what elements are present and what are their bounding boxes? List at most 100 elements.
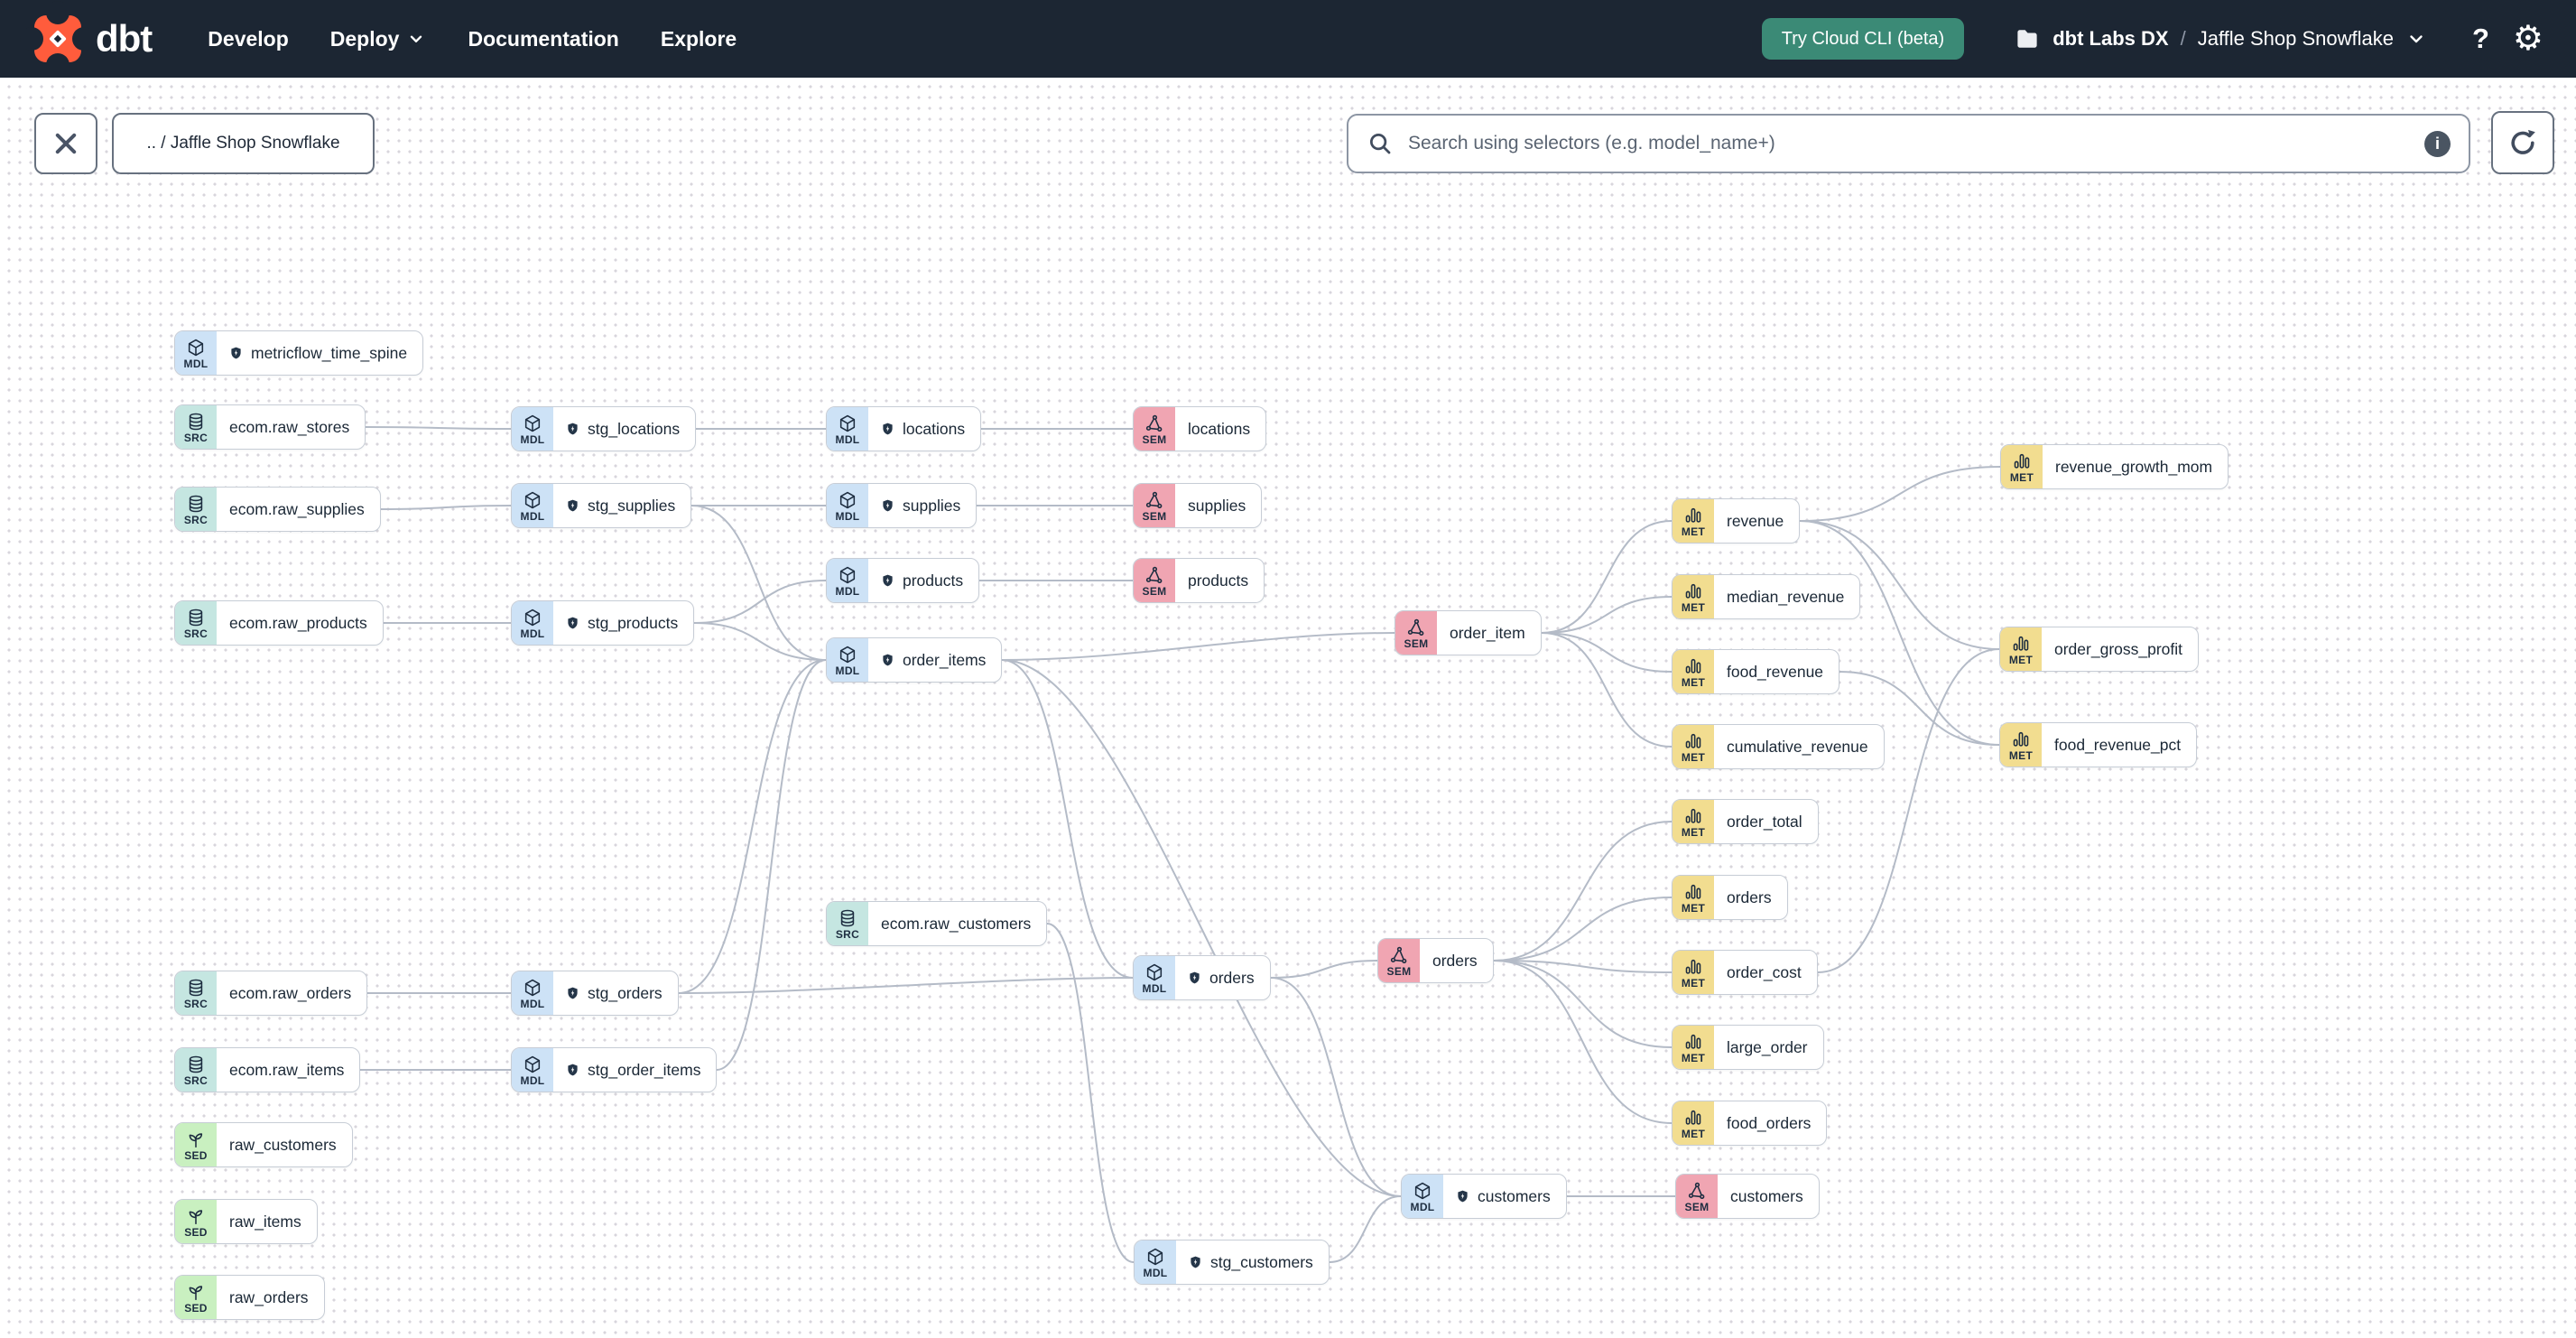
- node-label: customers: [1478, 1186, 1551, 1205]
- node-type-label: MDL: [835, 433, 860, 446]
- node-label: order_total: [1727, 812, 1802, 831]
- info-icon[interactable]: i: [2424, 130, 2451, 157]
- nav-item-develop[interactable]: Develop: [208, 26, 289, 51]
- dbt-wordmark: dbt: [96, 17, 153, 60]
- seed-sprout-icon: SED: [175, 1200, 217, 1243]
- cube-icon: MDL: [512, 484, 553, 527]
- shield-icon: [881, 498, 894, 513]
- dbt-logo-icon[interactable]: [20, 1, 96, 77]
- node-body: food_revenue: [1714, 650, 1839, 693]
- gear-icon[interactable]: ⚙: [2512, 20, 2544, 58]
- lineage-edge: [678, 977, 1134, 994]
- shield-icon: [229, 346, 243, 360]
- node-body: stg_orders: [553, 971, 678, 1015]
- node-body: stg_customers: [1176, 1240, 1329, 1284]
- account-name[interactable]: dbt Labs DX: [2052, 27, 2169, 50]
- shield-icon: [881, 422, 894, 436]
- nav-item-deploy[interactable]: Deploy: [330, 27, 427, 51]
- try-cloud-cli-button[interactable]: Try Cloud CLI (beta): [1761, 18, 1965, 60]
- path-separator: /: [2180, 27, 2186, 50]
- shield-icon: [1189, 1255, 1202, 1269]
- help-icon[interactable]: ?: [2471, 23, 2489, 54]
- lineage-edge: [716, 659, 827, 1071]
- search-input[interactable]: [1406, 132, 2412, 155]
- node-type-label: SEM: [1684, 1201, 1710, 1213]
- project-name[interactable]: Jaffle Shop Snowflake: [2197, 27, 2394, 50]
- node-label: orders: [1727, 887, 1772, 906]
- close-lineage-button[interactable]: [34, 113, 97, 174]
- bar-chart-icon: MET: [1673, 575, 1714, 618]
- lineage-canvas[interactable]: .. / Jaffle Shop Snowflake i MDLmetricfl…: [0, 78, 2576, 1338]
- cube-icon: MDL: [827, 407, 868, 451]
- lineage-edge: [1541, 596, 1673, 634]
- nav-item-explore[interactable]: Explore: [660, 26, 737, 51]
- node-body: median_revenue: [1714, 575, 1859, 618]
- node-body: products: [1175, 559, 1264, 602]
- node-label: order_cost: [1727, 962, 1802, 981]
- node-label: order_gross_profit: [2054, 639, 2183, 658]
- node-label: large_order: [1727, 1037, 1808, 1056]
- node-label: ecom.raw_supplies: [229, 499, 365, 518]
- nav-item-documentation[interactable]: Documentation: [468, 26, 619, 51]
- node-type-label: SRC: [183, 432, 208, 444]
- node-body: products: [868, 559, 978, 602]
- shield-icon: [566, 422, 579, 436]
- node-type-label: SED: [184, 1149, 208, 1162]
- breadcrumb[interactable]: .. / Jaffle Shop Snowflake: [112, 113, 375, 174]
- lineage-edge: [1541, 632, 1673, 673]
- node-body: stg_supplies: [553, 484, 690, 527]
- node-label: revenue_growth_mom: [2055, 457, 2213, 476]
- chevron-down-icon[interactable]: [2405, 28, 2427, 50]
- top-nav: dbt Develop Deploy Documentation Explore…: [0, 0, 2576, 78]
- bar-chart-icon: MET: [2001, 445, 2043, 488]
- database-icon: SRC: [175, 971, 217, 1015]
- graph-node-met_revenue_growth_mom[interactable]: MET revenue_growth_mom: [2000, 444, 2229, 489]
- lineage-edge: [1541, 632, 1673, 748]
- node-type-label: MET: [1681, 525, 1706, 538]
- node-type-label: MDL: [520, 433, 545, 446]
- node-body: customers: [1443, 1175, 1566, 1218]
- logo-notch: [72, 27, 96, 51]
- shield-icon: [881, 653, 894, 667]
- refresh-button[interactable]: [2491, 111, 2554, 174]
